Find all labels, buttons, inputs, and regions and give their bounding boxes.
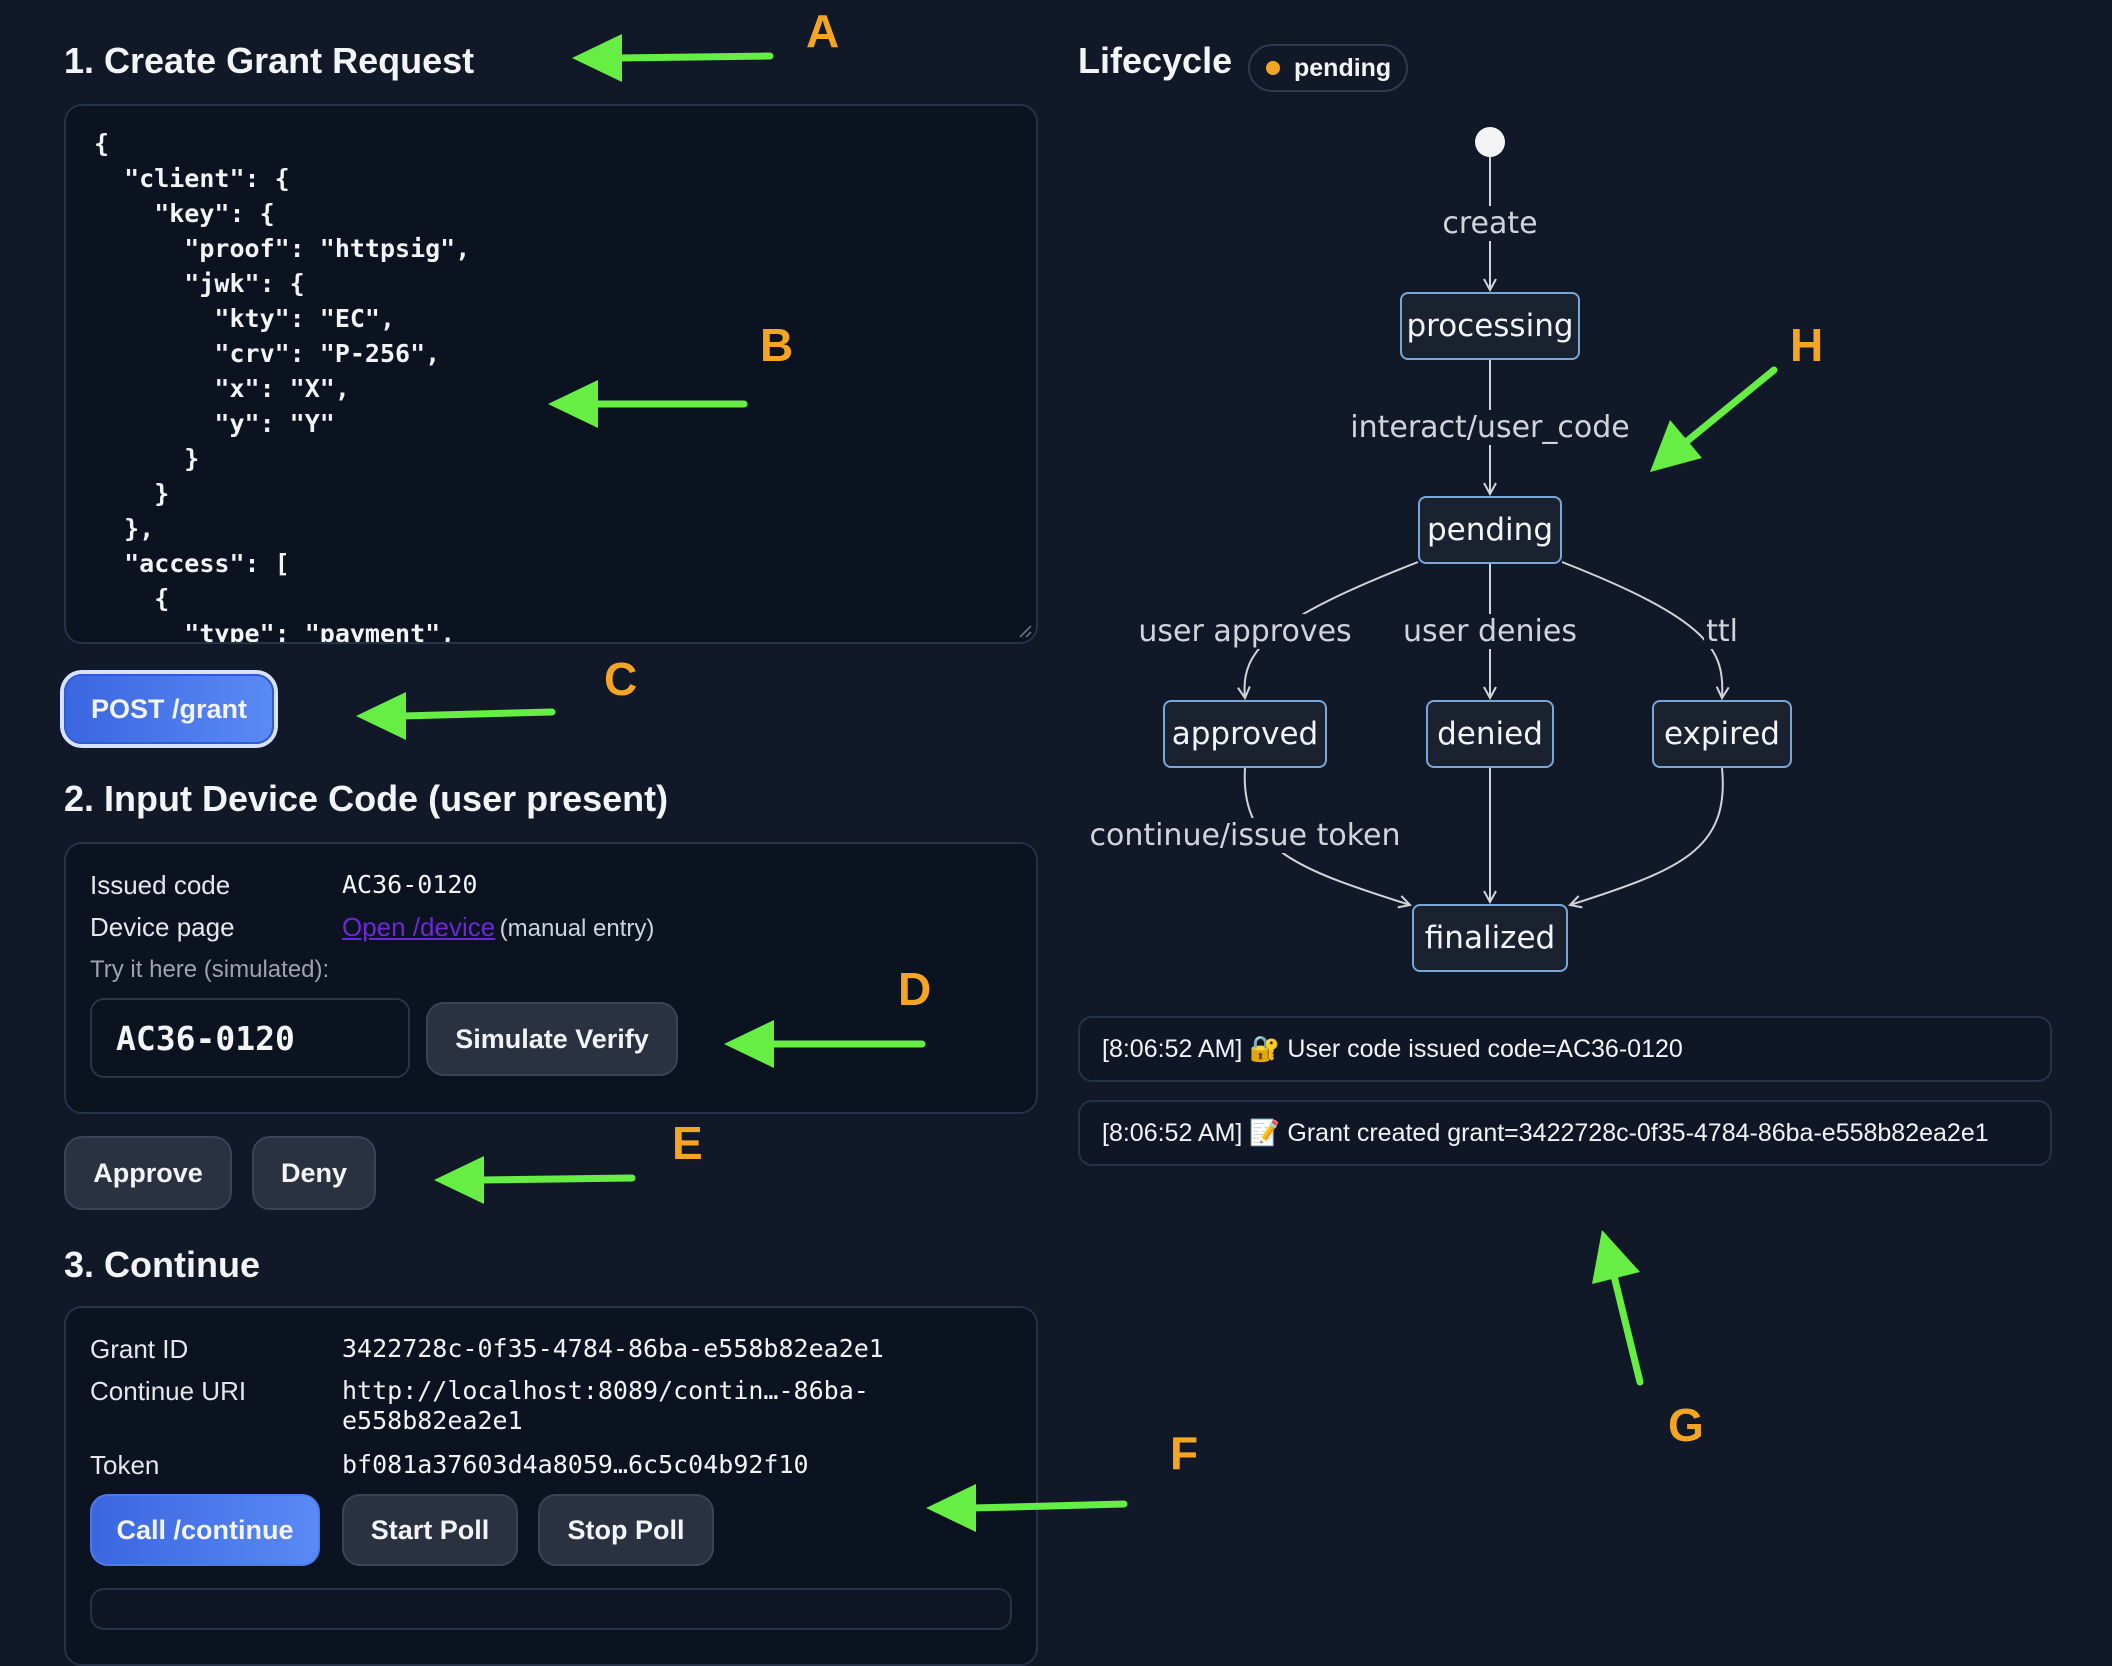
token-value: bf081a37603d4a8059…6c5c04b92f10: [342, 1450, 809, 1479]
edge-ttl: [1561, 561, 1722, 698]
lifecycle-title: Lifecycle: [1078, 40, 1233, 81]
status-badge: pending: [1248, 44, 1408, 92]
continue-response-output: [90, 1588, 1012, 1630]
annotation-g: G: [1668, 1399, 1704, 1451]
grant-id-label: Grant ID: [90, 1334, 189, 1364]
edge-label-interact: interact/user_code: [1348, 410, 1632, 445]
grant-request-editor[interactable]: { "client": { "key": { "proof": "httpsig…: [64, 104, 1038, 644]
arrow-a-icon: [614, 52, 774, 62]
call-continue-button[interactable]: Call /continue: [90, 1494, 320, 1566]
status-badge-text: pending: [1294, 53, 1392, 82]
continue-panel: Grant ID 3422728c-0f35-4784-86ba-e558b82…: [64, 1306, 1038, 1666]
log-entry: [8:06:52 AM] 📝 Grant created grant=34227…: [1078, 1100, 2052, 1166]
state-approved: approved: [1163, 700, 1327, 768]
approve-button[interactable]: Approve: [64, 1136, 232, 1210]
manual-entry-note: (manual entry): [499, 915, 655, 942]
continue-uri-label: Continue URI: [90, 1376, 247, 1406]
annotation-h: H: [1790, 319, 1824, 371]
annotation-d: D: [898, 963, 932, 1015]
start-state-dot: [1475, 127, 1505, 157]
arrow-c-icon: [398, 708, 556, 720]
try-it-label: Try it here (simulated):: [90, 956, 330, 983]
device-code-input[interactable]: AC36-0120: [90, 998, 410, 1078]
annotation-c: C: [604, 653, 638, 705]
start-poll-button[interactable]: Start Poll: [342, 1494, 518, 1566]
log-entry: [8:06:52 AM] 🔐 User code issued code=AC3…: [1078, 1016, 2052, 1082]
token-label: Token: [90, 1450, 160, 1480]
resize-handle-icon[interactable]: [1018, 624, 1032, 638]
arrow-h-icon: [1682, 366, 1778, 446]
edge-label-continue: continue/issue token: [1087, 818, 1403, 853]
input-device-code-title: 2. Input Device Code (user present): [64, 778, 669, 819]
issued-code-value: AC36-0120: [342, 870, 478, 899]
continue-title: 3. Continue: [64, 1244, 260, 1285]
grant-id-value: 3422728c-0f35-4784-86ba-e558b82ea2e1: [342, 1334, 884, 1363]
post-grant-button[interactable]: POST /grant: [64, 674, 274, 744]
deny-button[interactable]: Deny: [252, 1136, 376, 1210]
edge-label-ttl: ttl: [1704, 614, 1740, 649]
device-page-value: Open /device (manual entry): [342, 912, 654, 943]
simulate-verify-button[interactable]: Simulate Verify: [426, 1002, 678, 1076]
device-page-label: Device page: [90, 912, 235, 942]
status-dot-icon: [1266, 61, 1280, 75]
annotation-a: A: [806, 5, 840, 57]
edge-expired-finalized: [1570, 767, 1724, 905]
state-finalized: finalized: [1412, 904, 1568, 972]
continue-uri-value-line2: e558b82ea2e1: [342, 1406, 523, 1435]
open-device-link[interactable]: Open /device: [342, 912, 496, 942]
stop-poll-button[interactable]: Stop Poll: [538, 1494, 714, 1566]
edge-label-user-denies: user denies: [1401, 614, 1579, 649]
annotation-e: E: [672, 1117, 703, 1169]
annotation-f: F: [1170, 1427, 1199, 1479]
issued-code-label: Issued code: [90, 870, 231, 900]
state-pending: pending: [1418, 496, 1562, 564]
device-code-panel: Issued code AC36-0120 Device page Open /…: [64, 842, 1038, 1114]
continue-uri-value-line1: http://localhost:8089/contin…-86ba-: [342, 1376, 869, 1405]
state-denied: denied: [1426, 700, 1554, 768]
create-grant-title: 1. Create Grant Request: [64, 40, 475, 81]
grant-request-json[interactable]: { "client": { "key": { "proof": "httpsig…: [94, 129, 471, 644]
edge-label-create: create: [1440, 206, 1540, 241]
state-processing: processing: [1400, 292, 1580, 360]
arrow-g-icon: [1610, 1272, 1644, 1386]
arrow-e-icon: [476, 1174, 636, 1184]
annotation-b: B: [760, 319, 794, 371]
state-expired: expired: [1652, 700, 1792, 768]
edge-label-user-approves: user approves: [1136, 614, 1354, 649]
